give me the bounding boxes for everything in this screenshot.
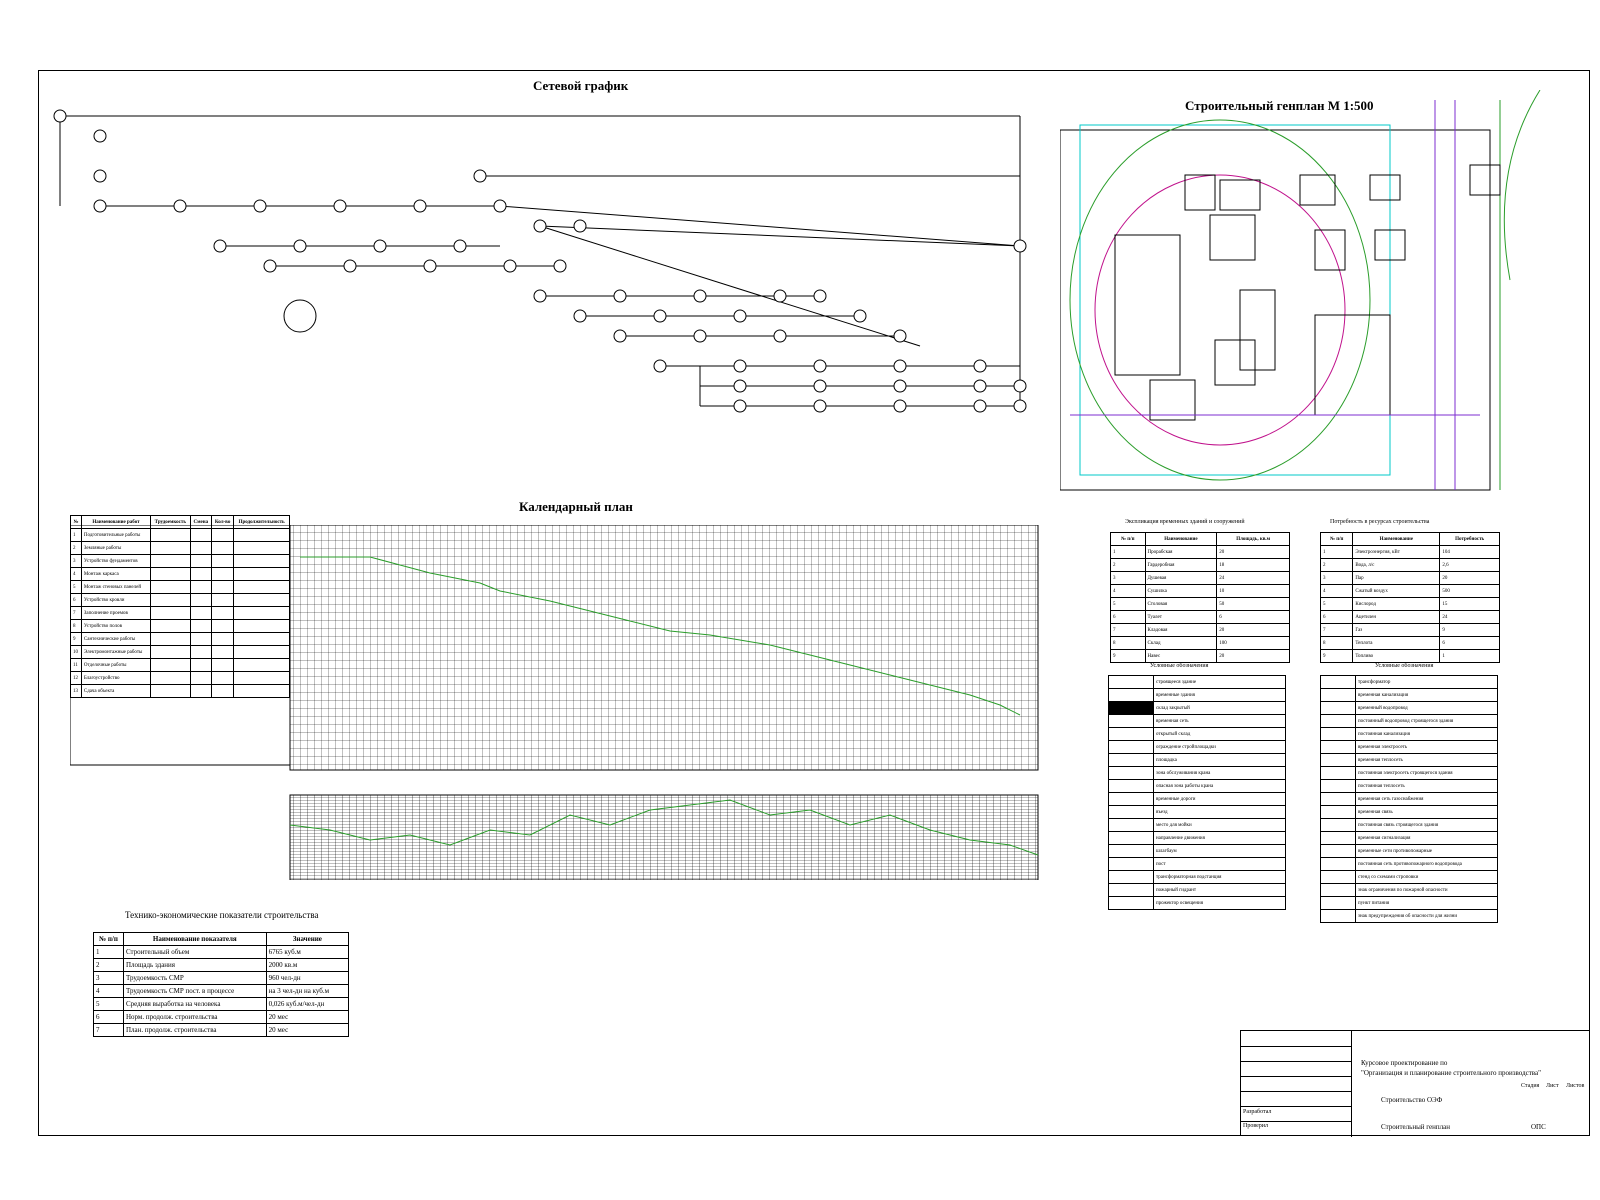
calendar-title: Календарный план <box>519 499 633 514</box>
legend-right-title: Условные обозначения <box>1375 663 1434 669</box>
siteplan-title: Строительный генплан М 1:500 <box>1185 98 1374 113</box>
stamp-org: Курсовое проектирование по <box>1361 1059 1448 1067</box>
site-plan <box>1060 90 1541 491</box>
stamp-stage: Стадия <box>1521 1083 1540 1089</box>
temp-buildings-title: Экспликация временных зданий и сооружени… <box>1125 519 1245 525</box>
title-block: Разработал Проверил Курсовое проектирова… <box>1240 1030 1590 1137</box>
drawing-frame <box>38 70 1590 1136</box>
network-title: Сетевой график <box>533 78 629 93</box>
legend-left-title: Условные обозначения <box>1150 663 1209 669</box>
stamp-sheets: Листов <box>1566 1083 1585 1089</box>
stamp-sheet-name: Строительство ОЭФ <box>1381 1096 1443 1104</box>
stamp-checked: Проверил <box>1243 1123 1268 1129</box>
network-diagram <box>53 109 1027 413</box>
legend-right-table: трансформатор временная канализация врем… <box>1320 675 1498 923</box>
stamp-developed: Разработал <box>1243 1109 1272 1115</box>
stamp-footer: Строительный генплан <box>1381 1123 1450 1131</box>
legend-left-table: строящееся здание временные здания склад… <box>1108 675 1286 910</box>
stamp-subject: "Организация и планирование строительног… <box>1361 1069 1541 1077</box>
stamp-sheet: Лист <box>1546 1083 1559 1089</box>
resources-title: Потребность в ресурсах строительства <box>1330 519 1430 525</box>
calendar-chart <box>70 525 1039 880</box>
stamp-code: ОПС <box>1531 1123 1546 1131</box>
tep-title: Технико-экономические показатели строите… <box>125 910 319 920</box>
